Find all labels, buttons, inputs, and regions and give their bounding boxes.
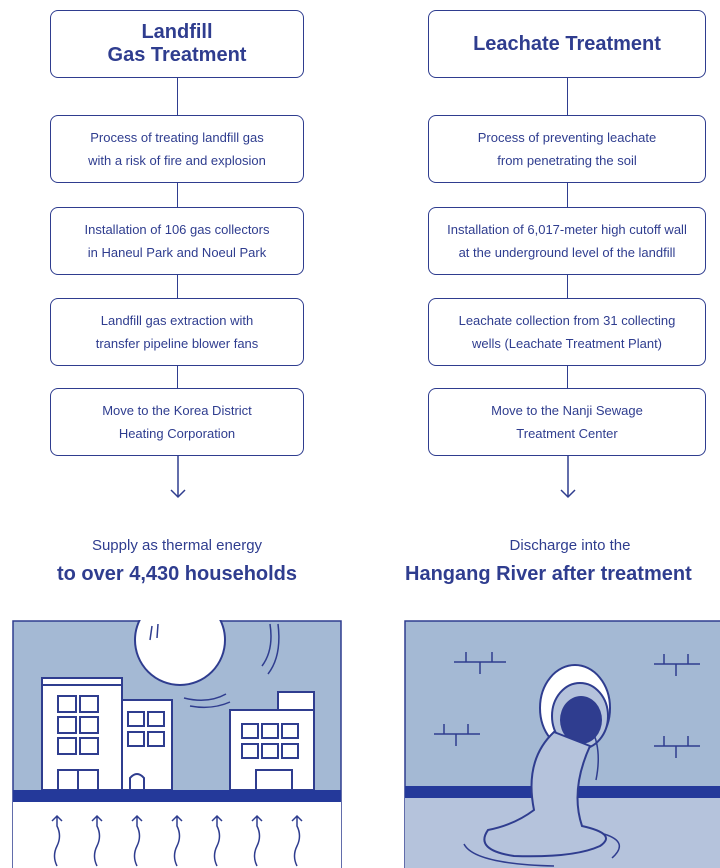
right-step-4: Move to the Nanji Sewage Treatment Cente… [428, 388, 706, 456]
right-step-3-text: Leachate collection from 31 collecting w… [458, 313, 676, 351]
right-title-box: Leachate Treatment [428, 10, 706, 78]
right-step-4-text: Move to the Nanji Sewage Treatment Cente… [491, 403, 643, 441]
left-connector-4 [177, 366, 178, 388]
right-connector-4 [567, 366, 568, 388]
right-step-3: Leachate collection from 31 collecting w… [428, 298, 706, 366]
right-result-main: Hangang River after treatment [405, 563, 692, 585]
right-down-arrow-icon [560, 456, 576, 499]
right-step-2: Installation of 6,017-meter high cutoff … [428, 207, 706, 275]
left-step-1: Process of treating landfill gas with a … [50, 115, 304, 183]
left-result-sub: Supply as thermal energy [91, 537, 263, 554]
right-connector-3 [567, 275, 568, 298]
left-title: Landfill Gas Treatment [107, 21, 247, 66]
left-title-box: Landfill Gas Treatment [50, 10, 304, 78]
right-connector-2 [567, 183, 568, 207]
left-down-arrow-icon [170, 456, 186, 499]
left-step-1-text: Process of treating landfill gas with a … [88, 130, 266, 168]
left-step-3: Landfill gas extraction with transfer pi… [50, 298, 304, 366]
left-connector-1 [177, 78, 178, 115]
right-step-1-text: Process of preventing leachate from pene… [477, 130, 657, 168]
right-step-1: Process of preventing leachate from pene… [428, 115, 706, 183]
left-step-4-text: Move to the Korea District Heating Corpo… [102, 403, 252, 441]
right-connector-1 [567, 78, 568, 115]
right-result-sub: Discharge into the [509, 537, 631, 554]
left-step-4: Move to the Korea District Heating Corpo… [50, 388, 304, 456]
left-step-3-text: Landfill gas extraction with transfer pi… [95, 313, 259, 351]
left-connector-3 [177, 275, 178, 298]
pipe-discharge-icon [404, 620, 720, 868]
right-step-2-text: Installation of 6,017-meter high cutoff … [447, 222, 687, 260]
buildings-heating-icon [12, 620, 342, 868]
left-connector-2 [177, 183, 178, 207]
left-step-2: Installation of 106 gas collectors in Ha… [50, 207, 304, 275]
left-step-2-text: Installation of 106 gas collectors in Ha… [84, 222, 270, 260]
left-result-main: to over 4,430 households [56, 563, 298, 585]
right-title: Leachate Treatment [473, 32, 661, 55]
